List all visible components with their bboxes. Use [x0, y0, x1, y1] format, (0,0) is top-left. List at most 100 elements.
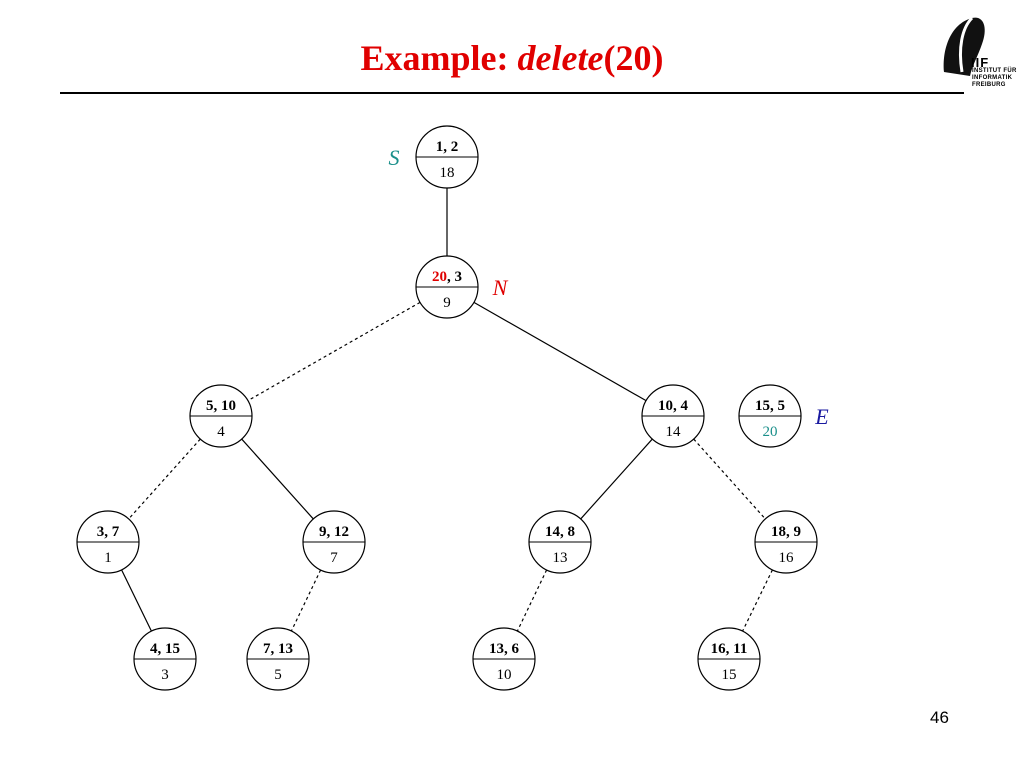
- node-priority: 20: [763, 424, 778, 440]
- node-key-separator: ,: [271, 641, 279, 657]
- tree-node: 5, 10 4: [189, 384, 253, 448]
- edge-n10_4-n14_8-solid: [580, 438, 653, 520]
- pointer-label-e: E: [814, 404, 829, 429]
- node-key-separator: ,: [327, 524, 335, 540]
- edge-n5_10-n9_12-solid: [241, 438, 314, 520]
- node-key: 14: [545, 524, 561, 540]
- node-key-label: 14, 8: [545, 524, 575, 540]
- node-key-label: 3, 7: [97, 524, 120, 540]
- node-key: 10: [658, 398, 673, 414]
- node-second: 11: [733, 641, 747, 657]
- title-prefix: Example:: [360, 38, 518, 78]
- node-key: 3: [97, 524, 105, 540]
- title-function: delete: [517, 38, 604, 78]
- node-second: 13: [278, 641, 293, 657]
- edge-n20_3-n10_4-solid: [473, 301, 647, 402]
- node-key-label: 10, 4: [658, 398, 689, 414]
- node-second: 8: [568, 524, 576, 540]
- node-key-label: 16, 11: [711, 641, 748, 657]
- node-second: 10: [221, 398, 236, 414]
- tree-node: 20, 39: [415, 255, 479, 319]
- node-key-separator: ,: [673, 398, 681, 414]
- tree-node: 16, 11 15: [697, 627, 761, 691]
- node-key-separator: ,: [770, 398, 778, 414]
- logo-line-3: FREIBURG: [972, 82, 1006, 88]
- logo-institute-text: INSTITUT FÜR INFORMATIK FREIBURG: [972, 68, 1017, 89]
- node-key: 20: [432, 269, 447, 285]
- page-number: 46: [930, 708, 949, 727]
- tree-node: 10, 4 14: [641, 384, 705, 448]
- node-priority: 10: [497, 667, 512, 683]
- node-priority: 14: [666, 424, 682, 440]
- node-key-separator: ,: [158, 641, 166, 657]
- node-key-label: 7, 13: [263, 641, 293, 657]
- node-key: 15: [755, 398, 770, 414]
- node-priority: 1: [104, 550, 112, 566]
- node-key-separator: ,: [726, 641, 734, 657]
- tree-node: 7, 13 5: [246, 627, 310, 691]
- node-key-label: 9, 12: [319, 524, 349, 540]
- logo-line-1: INSTITUT FÜR: [972, 68, 1017, 74]
- tree-node: 4, 15 3: [133, 627, 197, 691]
- node-second: 7: [112, 524, 120, 540]
- tree-node: 9, 12 7: [302, 510, 366, 574]
- node-key: 18: [771, 524, 786, 540]
- slide-title: Example: delete(20): [0, 40, 1024, 76]
- node-priority: 13: [553, 550, 568, 566]
- logo-abbreviation: IIF: [971, 55, 990, 70]
- node-second: 9: [794, 524, 802, 540]
- node-second: 15: [165, 641, 180, 657]
- node-key-label: 20, 3: [432, 269, 462, 285]
- iif-logo-icon: [943, 16, 985, 76]
- pointer-label-n: N: [492, 275, 509, 300]
- node-second: 12: [334, 524, 349, 540]
- node-second: 2: [451, 139, 459, 155]
- node-key-separator: ,: [447, 269, 455, 285]
- logo-line-2: INFORMATIK: [972, 75, 1013, 81]
- node-key-separator: ,: [104, 524, 112, 540]
- pointer-label-s: S: [389, 145, 400, 170]
- tree-node: 3, 71: [76, 510, 140, 574]
- tree-node: 18, 9 16: [754, 510, 818, 574]
- node-key-separator: ,: [504, 641, 512, 657]
- tree-node: 1, 2 18: [415, 125, 479, 189]
- node-key: 1: [436, 139, 444, 155]
- node-key: 9: [319, 524, 327, 540]
- edge-n5_10-n3_7-dashed: [128, 438, 201, 520]
- node-priority: 5: [274, 667, 282, 683]
- node-key-label: 1, 2: [436, 139, 459, 155]
- node-key-label: 4, 15: [150, 641, 180, 657]
- node-second: 6: [512, 641, 520, 657]
- node-priority: 15: [722, 667, 737, 683]
- node-key: 4: [150, 641, 158, 657]
- edge-n20_3-n5_10-dashed: [247, 301, 421, 402]
- node-key-label: 18, 9: [771, 524, 801, 540]
- node-priority: 16: [779, 550, 795, 566]
- node-key-separator: ,: [786, 524, 794, 540]
- edge-n10_4-n18_9-dashed: [693, 438, 766, 520]
- edge-n9_12-n7_13-dashed: [290, 569, 322, 632]
- node-key: 16: [711, 641, 727, 657]
- node-key-separator: ,: [214, 398, 222, 414]
- node-key: 5: [206, 398, 214, 414]
- node-key-label: 5, 10: [206, 398, 236, 414]
- node-key: 13: [489, 641, 504, 657]
- node-second: 3: [455, 269, 463, 285]
- title-divider: [60, 92, 964, 94]
- node-second: 4: [681, 398, 689, 414]
- edge-n14_8-n13_6-dashed: [516, 569, 548, 632]
- node-key: 7: [263, 641, 271, 657]
- tree-node: 15, 520: [738, 384, 802, 448]
- node-key-separator: ,: [443, 139, 451, 155]
- tree-node: 14, 8 13: [528, 510, 592, 574]
- edge-n18_9-n16_11-dashed: [742, 569, 773, 632]
- node-second: 5: [778, 398, 786, 414]
- title-argument: (20): [603, 38, 664, 78]
- node-priority: 18: [440, 165, 455, 181]
- edge-n3_7-n4_15-solid: [121, 569, 152, 632]
- node-key-label: 13, 6: [489, 641, 520, 657]
- node-priority: 7: [330, 550, 338, 566]
- node-priority: 3: [161, 667, 169, 683]
- node-priority: 4: [217, 424, 225, 440]
